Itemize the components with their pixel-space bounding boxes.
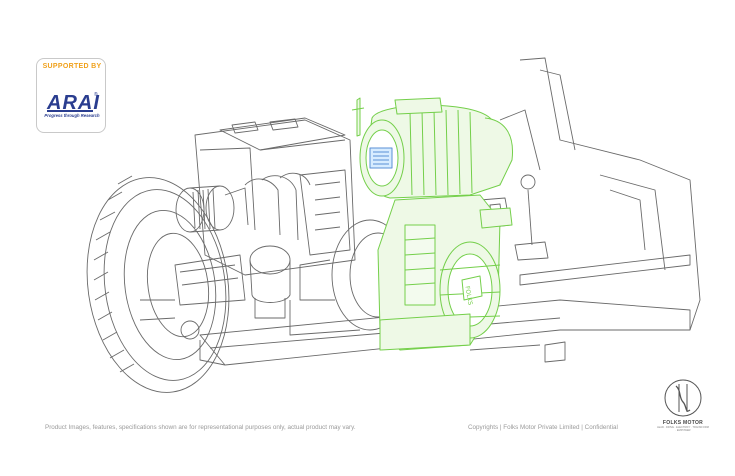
front-tyre — [86, 175, 230, 393]
folks-motor-logo-icon — [664, 379, 702, 417]
registered-mark: ® — [94, 92, 98, 98]
disclaimer-text: Product Images, features, specifications… — [45, 424, 356, 431]
arai-logo-text: ARAI — [47, 92, 100, 114]
motor-terminal — [356, 97, 361, 137]
folks-motor-name: FOLKS MOTOR — [662, 420, 704, 426]
ic-engine-block — [194, 117, 356, 276]
rear-frame-outline — [519, 57, 701, 331]
gear-lever — [527, 189, 533, 246]
suspension-arm — [174, 254, 246, 306]
badge-underline — [47, 110, 93, 112]
gearbox-logo-mark: FOLKS — [463, 286, 473, 306]
badge-tagline: Progress through Research — [44, 113, 100, 118]
exhaust-manifold — [224, 172, 311, 319]
folks-motor-tagline: LEAD . DRIVE . ELECTRIFY . TRANSFORM . E… — [657, 426, 709, 432]
arai-support-badge: SUPPORTED BY ARAI ® Progress through Res… — [36, 58, 106, 133]
motor-nameplate — [369, 147, 393, 169]
copyright-text: Copyrights | Folks Motor Private Limited… — [468, 424, 618, 431]
badge-heading: SUPPORTED BY — [42, 63, 102, 70]
svg-text:FOLKS: FOLKS — [463, 286, 473, 306]
electric-motor-assembly — [351, 97, 514, 351]
air-filter — [175, 185, 235, 233]
